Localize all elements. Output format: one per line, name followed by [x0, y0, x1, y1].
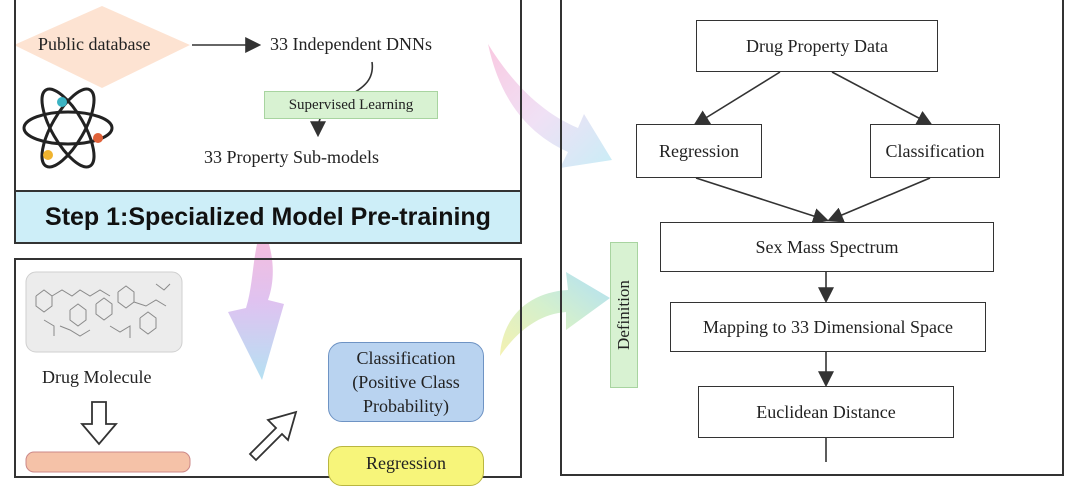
step1-title-bar: Step 1:Specialized Model Pre-training: [14, 190, 522, 244]
drug-property-data-box: Drug Property Data: [696, 20, 938, 72]
arrow-classification-to-spectrum: [827, 177, 931, 223]
gradient-arrow-to-definition: [500, 272, 610, 356]
regression-box: Regression: [328, 446, 484, 486]
regression-node: Regression: [636, 124, 762, 178]
public-database-label: Public database: [38, 34, 151, 54]
definition-label: Definition: [610, 242, 638, 388]
classification-box: Classification (Positive Class Probabili…: [328, 342, 484, 422]
property-submodels-label: 33 Property Sub-models: [204, 147, 379, 167]
supervised-learning-label: Supervised Learning: [264, 91, 438, 119]
independent-dnns-label: 33 Independent DNNs: [270, 34, 432, 54]
sex-mass-spectrum-box: Sex Mass Spectrum: [660, 222, 994, 272]
gradient-arrow-down: [228, 226, 284, 380]
diagram-graphics: [14, 6, 933, 473]
public-database-diamond: [14, 6, 190, 88]
hollow-diagonal-arrow-icon: [248, 410, 298, 462]
hollow-down-arrow-icon: [80, 401, 118, 446]
mapping-box: Mapping to 33 Dimensional Space: [670, 302, 986, 352]
euclidean-distance-box: Euclidean Distance: [698, 386, 954, 438]
arrow-data-to-classification: [831, 71, 933, 126]
drug-molecule-label: Drug Molecule: [42, 367, 152, 387]
arrow-regression-to-spectrum: [695, 177, 830, 224]
molecule-structure: [35, 283, 171, 338]
arrow-data-to-regression: [693, 71, 781, 126]
classification-node: Classification: [870, 124, 1000, 178]
gradient-arrow-step1-to-flowchart: [488, 44, 612, 168]
